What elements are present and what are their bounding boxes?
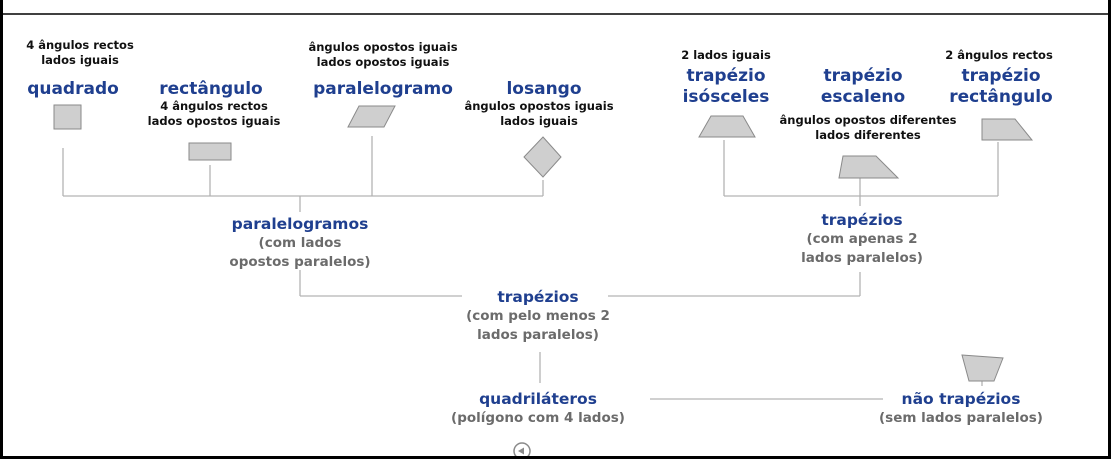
play-back-icon[interactable] — [511, 441, 533, 459]
quadrado-description: 4 ângulos rectos lados iguais — [26, 38, 134, 67]
paralelogramos-subtitle: (com lados opostos paralelos) — [229, 235, 371, 270]
scalene-trapezoid-shape — [838, 155, 900, 179]
trapezios-only-two-group: trapézios (com apenas 2 lados paralelos) — [801, 210, 923, 268]
trapezios-only-two-subtitle: (com apenas 2 lados paralelos) — [801, 231, 923, 266]
losango-description: ângulos opostos iguais lados iguais — [464, 99, 614, 128]
rhombus-shape — [523, 136, 562, 178]
rectangulo-description: 4 ângulos rectos lados opostos iguais — [147, 99, 281, 128]
quadrilateros-title: quadriláteros — [479, 390, 597, 408]
losango-label: losango — [506, 79, 582, 99]
quadrilateros-group: quadriláteros (polígono com 4 lados) — [451, 389, 625, 428]
paralelogramo-label: paralelogramo — [313, 79, 453, 99]
trapezio-rectangulo-label: trapézio rectângulo — [949, 66, 1053, 107]
nao-trapezios-subtitle: (sem lados paralelos) — [879, 410, 1043, 426]
trapezio-rectangulo-description: 2 ângulos rectos — [945, 48, 1053, 62]
rectangle-shape — [188, 142, 232, 161]
quadrado-label: quadrado — [27, 79, 119, 99]
trapezios-only-two-title: trapézios — [821, 211, 903, 229]
paralelogramos-group: paralelogramos (com lados opostos parale… — [229, 214, 370, 272]
paralelogramos-title: paralelogramos — [231, 215, 369, 233]
rectangulo-label: rectângulo — [159, 79, 263, 99]
paralelogramo-description: ângulos opostos iguais lados opostos igu… — [308, 40, 458, 69]
trapezios-at-least-two-title: trapézios — [497, 288, 579, 306]
irregular-quadrilateral-shape — [961, 354, 1004, 382]
nao-trapezios-group: não trapézios (sem lados paralelos) — [879, 389, 1043, 428]
trapezios-at-least-two-subtitle: (com pelo menos 2 lados paralelos) — [466, 308, 610, 343]
nao-trapezios-title: não trapézios — [901, 390, 1021, 408]
isosceles-trapezoid-shape — [698, 115, 756, 138]
square-shape — [53, 104, 82, 130]
trapezio-escaleno-description: ângulos opostos diferentes lados diferen… — [779, 113, 957, 142]
quadrilateros-subtitle: (polígono com 4 lados) — [451, 410, 625, 426]
trapezios-at-least-two-group: trapézios (com pelo menos 2 lados parale… — [466, 287, 610, 345]
trapezio-escaleno-label: trapézio escaleno — [820, 66, 906, 107]
trapezio-isosceles-label: trapézio isósceles — [682, 66, 770, 107]
parallelogram-shape — [347, 105, 396, 128]
trapezio-isosceles-description: 2 lados iguais — [681, 48, 771, 62]
right-trapezoid-shape — [981, 118, 1034, 141]
